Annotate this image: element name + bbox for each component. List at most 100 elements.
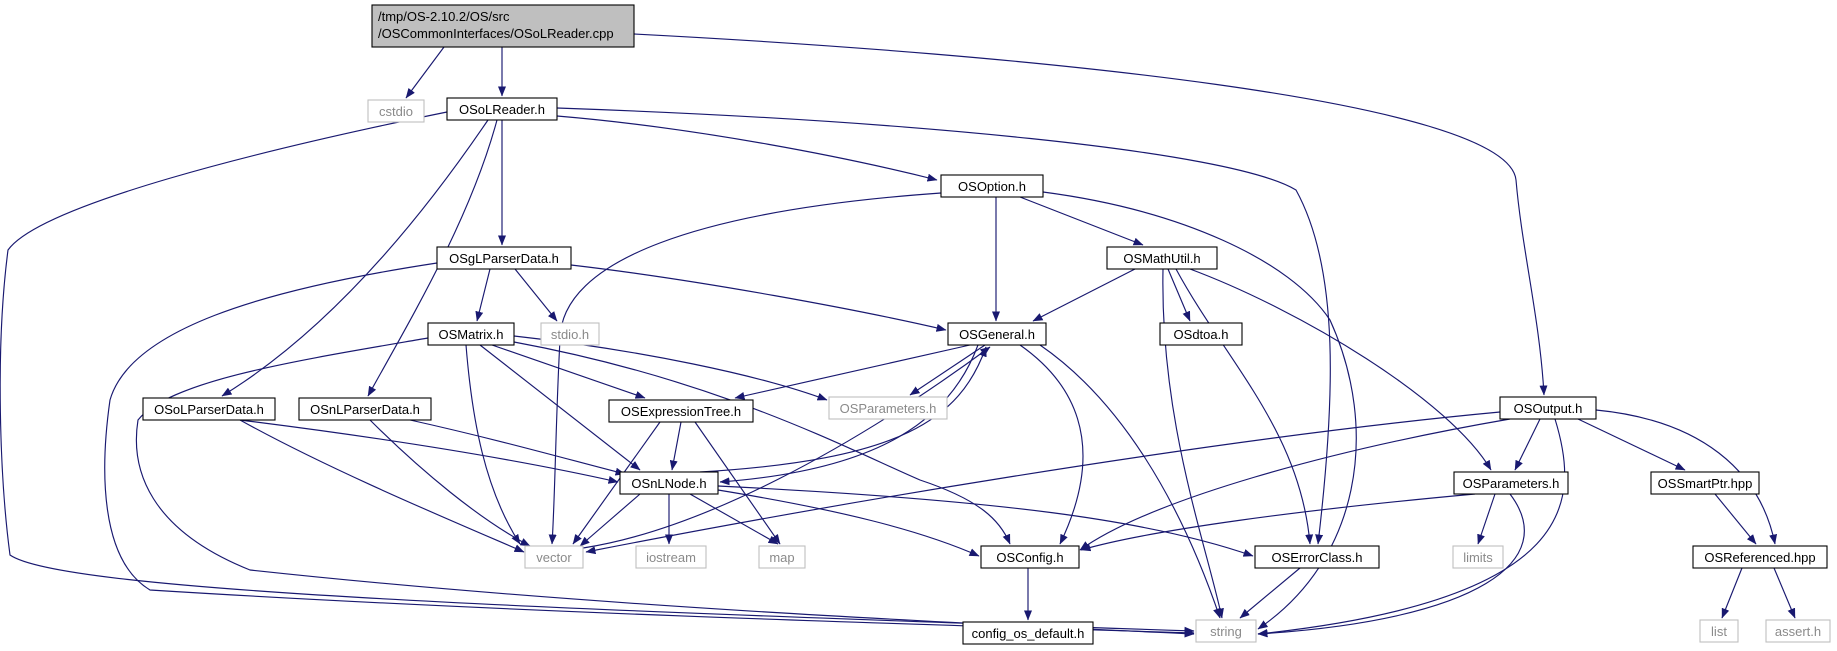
node-box: [540, 322, 600, 346]
node-OSErrorClass[interactable]: OSErrorClass.h: [1254, 545, 1380, 569]
node-list: list: [1699, 619, 1739, 643]
node-box: [947, 322, 1047, 346]
edge-OSgLParserData-to-OSGeneral: [570, 264, 947, 332]
node-box: [367, 99, 425, 123]
node-label: OSnLParserData.h: [310, 402, 420, 417]
edge-OSMatrix-to-string: [135, 337, 1195, 638]
edge-OSMathUtil-to-OSGeneral: [1032, 268, 1136, 322]
node-OSReferenced[interactable]: OSReferenced.hpp: [1692, 545, 1828, 569]
node-label: OSMatrix.h: [438, 327, 503, 342]
node-box: [1453, 471, 1569, 495]
node-box: [1452, 545, 1504, 569]
node-OSConfig[interactable]: OSConfig.h: [980, 545, 1080, 569]
edge-OSoLReader-to-OSErrorClass: [556, 107, 1331, 545]
node-OSdtoa[interactable]: OSdtoa.h: [1159, 322, 1243, 346]
node-limits: limits: [1452, 545, 1504, 569]
node-box: [298, 397, 432, 421]
node-box: [1159, 322, 1243, 346]
node-stdio_h: stdio.h: [540, 322, 600, 346]
edge-OSSmartPtr-to-OSReferenced: [1714, 493, 1757, 545]
node-OSnLParserData[interactable]: OSnLParserData.h: [298, 397, 432, 421]
node-OSSmartPtr[interactable]: OSSmartPtr.hpp: [1650, 471, 1760, 495]
edge-OSGeneral-to-OSConfig: [1019, 344, 1084, 545]
node-label: cstdio: [379, 104, 413, 119]
node-OSParametersSys: OSParameters.h: [828, 396, 948, 420]
node-label: OSnLNode.h: [631, 476, 706, 491]
node-root[interactable]: /tmp/OS-2.10.2/OS/src/OSCommonInterfaces…: [371, 4, 635, 48]
node-OSoLReader[interactable]: OSoLReader.h: [446, 97, 558, 121]
node-label: OSMathUtil.h: [1123, 251, 1200, 266]
node-box: [446, 97, 558, 121]
node-box: [980, 545, 1080, 569]
edge-OSnLNode-to-OSErrorClass: [717, 485, 1254, 557]
node-label: vector: [536, 550, 572, 565]
node-label: config_os_default.h: [972, 626, 1085, 641]
edge-OSoLReader-to-OSoLParserData: [221, 119, 489, 397]
node-OSExpressionTree[interactable]: OSExpressionTree.h: [608, 399, 754, 423]
edge-OSnLNode-to-OSGeneral: [699, 346, 987, 473]
node-OSParameters[interactable]: OSParameters.h: [1453, 471, 1569, 495]
node-OSOutput[interactable]: OSOutput.h: [1499, 396, 1597, 420]
edge-vector-to-OSGeneral: [582, 346, 991, 549]
node-box: [427, 322, 515, 346]
node-OSgLParserData[interactable]: OSgLParserData.h: [436, 246, 572, 270]
edge-OSOption-to-OSMathUtil: [1019, 196, 1144, 246]
node-label: OSConfig.h: [996, 550, 1063, 565]
node-label: limits: [1463, 550, 1493, 565]
node-label: OSoLParserData.h: [154, 402, 264, 417]
node-iostream: iostream: [635, 545, 707, 569]
node-box: [1650, 471, 1760, 495]
node-OSnLNode[interactable]: OSnLNode.h: [619, 471, 719, 495]
edge-OSExpressionTree-to-vector: [572, 421, 661, 545]
node-label: string: [1210, 624, 1242, 639]
edges-layer: [0, 33, 1796, 638]
edge-root-to-OSOutput: [633, 33, 1548, 396]
edge-OSOutput-to-OSReferenced: [1595, 409, 1778, 545]
node-box: [608, 399, 754, 423]
node-label: OSSmartPtr.hpp: [1658, 476, 1753, 491]
node-string: string: [1195, 619, 1257, 643]
edge-OSnLNode-to-vector: [579, 493, 641, 547]
edge-OSoLReader-to-string: [0, 111, 1195, 635]
edge-OSMatrix-to-OSExpressionTree: [491, 344, 646, 399]
node-box: [1499, 396, 1597, 420]
node-OSMatrix[interactable]: OSMatrix.h: [427, 322, 515, 346]
node-box: [436, 246, 572, 270]
node-label: OSParameters.h: [1463, 476, 1560, 491]
node-box: [758, 545, 806, 569]
edge-OSGeneral-to-OSExpressionTree: [734, 344, 971, 400]
node-OSMathUtil[interactable]: OSMathUtil.h: [1106, 246, 1218, 270]
edge-OSnLNode-to-map: [689, 493, 779, 545]
node-box: [940, 174, 1044, 198]
node-label: iostream: [646, 550, 696, 565]
node-map: map: [758, 545, 806, 569]
node-label: OSOutput.h: [1514, 401, 1583, 416]
edge-OSOutput-to-OSParameters: [1514, 418, 1541, 471]
node-OSGeneral[interactable]: OSGeneral.h: [947, 322, 1047, 346]
node-box: [142, 397, 276, 421]
node-label: stdio.h: [551, 327, 589, 342]
edge-OSMathUtil-to-OSErrorClass: [1175, 268, 1314, 545]
edge-OSgLParserData-to-stdio_h: [514, 268, 558, 322]
node-label: /OSCommonInterfaces/OSoLReader.cpp: [378, 26, 614, 41]
edge-OSReferenced-to-assert_h: [1773, 567, 1796, 619]
edge-OSMathUtil-to-OSParameters: [1189, 268, 1492, 471]
node-config_os_default[interactable]: config_os_default.h: [962, 621, 1094, 645]
node-OSoLParserData[interactable]: OSoLParserData.h: [142, 397, 276, 421]
edge-OSExpressionTree-to-OSnLNode: [669, 421, 682, 471]
node-box: [524, 545, 584, 569]
edge-OSMatrix-to-vector: [465, 344, 521, 545]
node-box: [619, 471, 719, 495]
edge-OSoLReader-to-OSOption: [556, 115, 938, 182]
node-box: [1699, 619, 1739, 643]
edge-root-to-cstdio: [405, 46, 445, 99]
node-label: OSErrorClass.h: [1271, 550, 1362, 565]
node-cstdio: cstdio: [367, 99, 425, 123]
edge-OSnLParserData-to-OSnLNode: [409, 419, 626, 476]
edge-OSoLParserData-to-OSnLNode: [239, 419, 619, 484]
edge-OSReferenced-to-list: [1721, 567, 1743, 619]
node-OSOption[interactable]: OSOption.h: [940, 174, 1044, 198]
node-box: [1692, 545, 1828, 569]
node-label: OSGeneral.h: [959, 327, 1035, 342]
